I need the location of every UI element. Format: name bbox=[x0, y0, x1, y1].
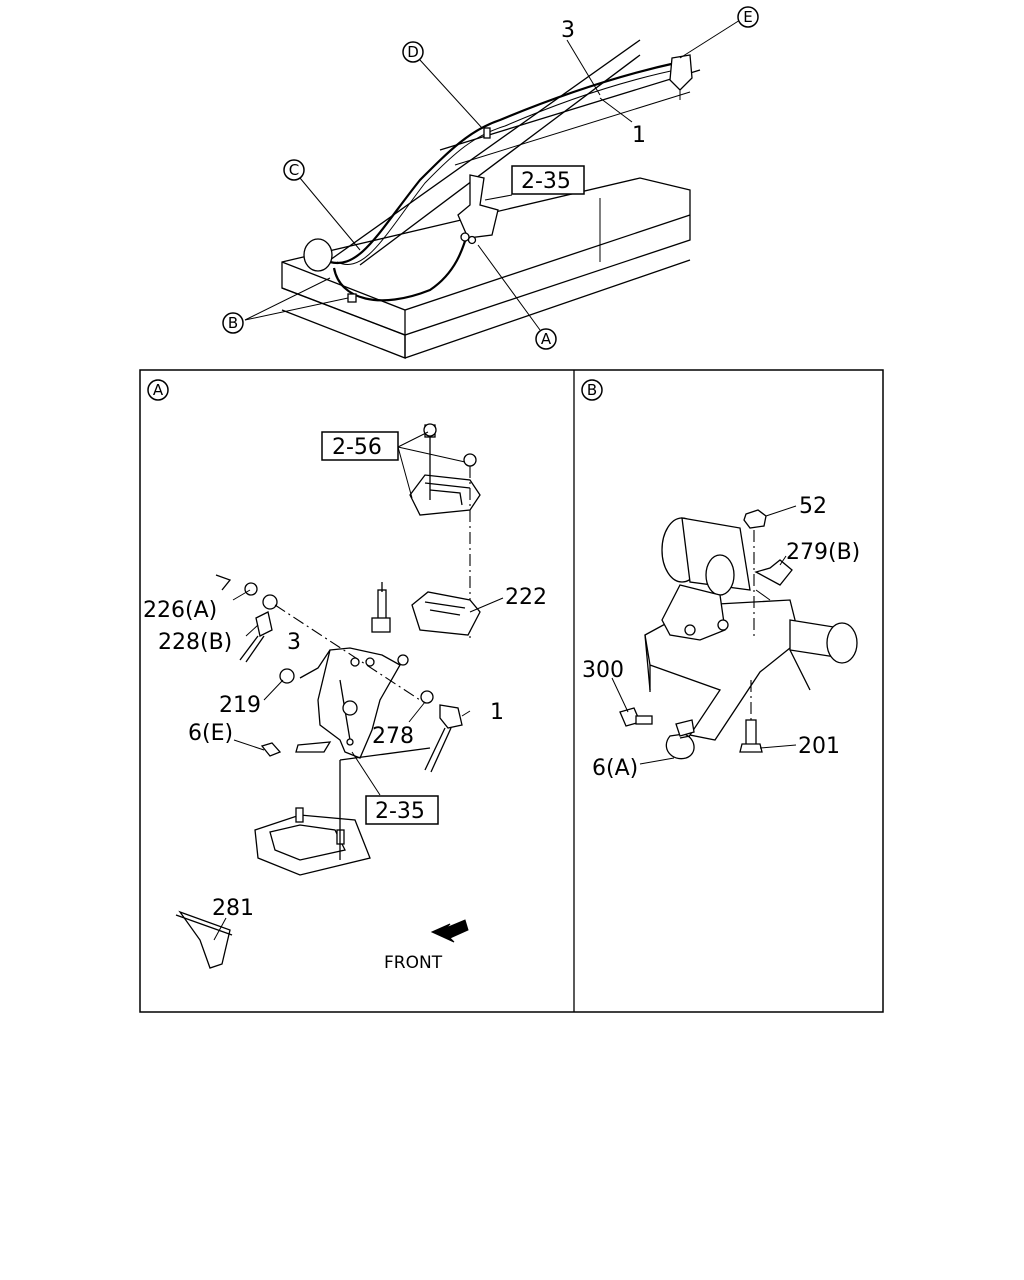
callout-b-label: B bbox=[228, 314, 238, 332]
callout-c-label: C bbox=[289, 161, 299, 179]
callout-a: A bbox=[535, 328, 557, 350]
part-number-1-top: 1 bbox=[632, 123, 646, 148]
detail-frame bbox=[139, 369, 884, 1013]
part-number-278: 278 bbox=[372, 724, 414, 749]
part-number-281: 281 bbox=[212, 896, 254, 921]
part-number-279b: 279(B) bbox=[786, 540, 860, 565]
part-number-300: 300 bbox=[582, 658, 624, 683]
ref-box-2-35-top: 2-35 bbox=[511, 165, 585, 195]
part-number-222: 222 bbox=[505, 585, 547, 610]
ref-2-35-top-label: 2-35 bbox=[521, 169, 571, 194]
panel-b-title-label: B bbox=[587, 381, 597, 399]
ref-box-2-35-panel-a: 2-35 bbox=[365, 795, 439, 825]
ref-box-2-56: 2-56 bbox=[321, 431, 399, 461]
callout-d: D bbox=[402, 41, 424, 63]
part-number-6a: 6(A) bbox=[592, 756, 638, 781]
ref-2-35-panel-a-label: 2-35 bbox=[375, 799, 425, 824]
panel-b-illustration bbox=[611, 505, 858, 765]
panel-a-title: A bbox=[147, 379, 169, 401]
callout-b: B bbox=[222, 312, 244, 334]
callout-c: C bbox=[283, 159, 305, 181]
callout-a-label: A bbox=[541, 330, 552, 348]
front-direction-label: FRONT bbox=[384, 953, 443, 973]
panel-a-title-label: A bbox=[153, 381, 164, 399]
callout-e: E bbox=[737, 6, 759, 28]
part-number-228b: 228(B) bbox=[158, 630, 232, 655]
callout-e-label: E bbox=[743, 8, 752, 26]
part-number-3-panel-a: 3 bbox=[287, 630, 301, 655]
part-number-1-panel-a: 1 bbox=[490, 700, 504, 725]
part-number-219: 219 bbox=[219, 693, 261, 718]
overview-illustration bbox=[244, 19, 741, 359]
panel-a-illustration bbox=[175, 423, 504, 969]
part-number-52: 52 bbox=[799, 494, 827, 519]
part-number-226a: 226(A) bbox=[143, 598, 217, 623]
part-number-3-top: 3 bbox=[561, 18, 575, 43]
part-number-6e: 6(E) bbox=[188, 721, 233, 746]
callout-d-label: D bbox=[407, 43, 419, 61]
part-number-201: 201 bbox=[798, 734, 840, 759]
ref-2-56-label: 2-56 bbox=[332, 435, 382, 460]
panel-b-title: B bbox=[581, 379, 603, 401]
